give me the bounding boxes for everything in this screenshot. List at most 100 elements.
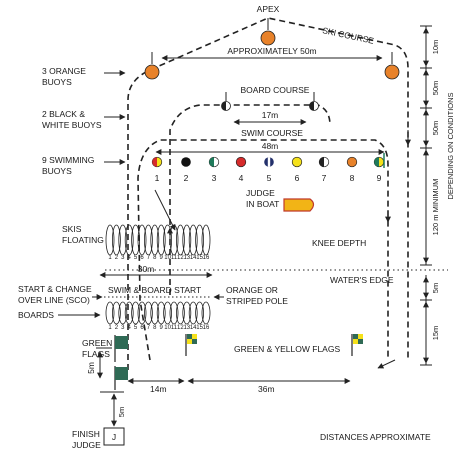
- rack-number: 15: [196, 325, 203, 331]
- swim-board-start-label: SWIM & BOARD START: [108, 285, 201, 295]
- apex-label: APEX: [257, 4, 280, 14]
- rack-slot: [175, 224, 185, 256]
- rack-number: 16: [203, 325, 210, 331]
- rack-slot: [150, 224, 160, 256]
- swim-buoy-7: [318, 156, 330, 168]
- dim-48m-label: 48m: [262, 141, 279, 151]
- waters-edge-label: WATER'S EDGE: [330, 275, 394, 285]
- rack-number: 2: [115, 325, 119, 331]
- rack-slot: [182, 224, 192, 256]
- rack-slot: [156, 301, 166, 325]
- board-rack-numbers: 1 2 3 4 5 6 7 8 9 10 11 12 13 14 15 16: [108, 325, 210, 331]
- rack-number: 4: [128, 255, 132, 261]
- rack-slot: [105, 224, 115, 256]
- rack-slot: [137, 224, 147, 256]
- swim-buoy-number: 3: [212, 173, 217, 183]
- knee-depth-label: KNEE DEPTH: [312, 238, 366, 248]
- swim-buoy-5: [264, 157, 274, 167]
- rack-number: 7: [147, 325, 151, 331]
- rack-number: 7: [147, 255, 151, 261]
- orange-buoys-label-1: 3 ORANGE: [42, 66, 86, 76]
- judge-boat-label-2: IN BOAT: [246, 199, 279, 209]
- swim-buoy-number: 1: [155, 173, 160, 183]
- dim-5m-judge-label: 5m: [117, 407, 126, 417]
- swim-buoy-4: [235, 156, 247, 168]
- rack-slot: [112, 224, 121, 256]
- board-course-label: BOARD COURSE: [241, 85, 310, 95]
- swim-buoy-number: 8: [350, 173, 355, 183]
- pole-label-1: ORANGE OR: [226, 285, 278, 295]
- dim-30m-label: 30m: [138, 264, 155, 274]
- pole-label-2: STRIPED POLE: [226, 296, 288, 306]
- board-rack: [105, 301, 211, 325]
- ski-rack-numbers: 1 2 3 4 5 6 7 8 9 10 11 12 13 14 15 16: [108, 255, 210, 261]
- rack-number: 13: [183, 325, 190, 331]
- rack-slot: [131, 224, 141, 256]
- green-flags-label-2: FLAGS: [82, 349, 110, 359]
- rack-slot: [163, 224, 173, 256]
- judge-box-letter: J: [112, 432, 116, 442]
- rack-number: 10: [164, 255, 171, 261]
- rack-slot: [201, 301, 211, 325]
- rack-number: 9: [160, 325, 164, 331]
- dim-15m-label: 15m: [431, 326, 440, 341]
- rack-number: 11: [171, 255, 178, 261]
- bw-buoys-label-1: 2 BLACK &: [42, 109, 85, 119]
- rack-slot: [105, 301, 115, 325]
- judge-box: [103, 427, 125, 446]
- ski-course-flow-arrow: [377, 359, 396, 369]
- dim-5m-right-label: 5m: [431, 283, 440, 293]
- rack-slot: [124, 301, 134, 325]
- rack-number: 3: [121, 325, 125, 331]
- bw-buoy-right-half: [309, 101, 314, 111]
- rack-slot: [182, 301, 192, 325]
- dim-36m-label: 36m: [258, 384, 275, 394]
- rack-slot: [156, 224, 166, 256]
- rack-slot: [188, 224, 198, 256]
- start-label-2: OVER LINE (SCO): [18, 295, 90, 305]
- rack-number: 14: [190, 255, 197, 261]
- dim-14m-label: 14m: [150, 384, 167, 394]
- ski-course-label: SKI COURSE: [322, 25, 376, 46]
- rack-slot: [169, 224, 179, 256]
- green-yellow-flags-label: GREEN & YELLOW FLAGS: [234, 344, 340, 354]
- dim-5m-left-label: 5m: [86, 362, 96, 374]
- swim-buoys-label-1: 9 SWIMMING: [42, 155, 94, 165]
- rack-slot: [118, 224, 128, 256]
- swim-buoy-1: [151, 156, 163, 168]
- bw-buoy-left-half: [221, 101, 226, 111]
- green-flags-label-1: GREEN: [82, 338, 112, 348]
- rack-slot: [137, 301, 147, 325]
- distances-approx-label: DISTANCES APPROXIMATE: [320, 432, 431, 442]
- swim-buoy-number: 4: [239, 173, 244, 183]
- rack-slot: [195, 301, 205, 325]
- judge-boat-label-1: JUDGE: [246, 188, 275, 198]
- rack-number: 8: [153, 255, 157, 261]
- swim-buoy-number: 9: [377, 173, 382, 183]
- rack-slot: [175, 301, 185, 325]
- rack-slot: [112, 301, 121, 325]
- rack-number: 15: [196, 255, 203, 261]
- rack-number: 3: [121, 255, 125, 261]
- orange-buoy-left: [144, 64, 160, 80]
- rack-number: 16: [203, 255, 210, 261]
- rack-slot: [169, 301, 179, 325]
- rack-slot: [143, 224, 153, 256]
- start-label-1: START & CHANGE: [18, 284, 92, 294]
- orange-buoy-right: [384, 64, 400, 80]
- rack-number: 13: [183, 255, 190, 261]
- swim-buoy-6: [291, 156, 303, 168]
- swim-buoy-number: 7: [322, 173, 327, 183]
- rack-number: 5: [134, 255, 138, 261]
- rack-number: 11: [171, 325, 178, 331]
- rack-slot: [143, 301, 153, 325]
- depending-label: DEPENDING ON CONDITIONS: [446, 92, 455, 199]
- rack-slot: [118, 301, 128, 325]
- finish-judge-label-1: FINISH: [72, 429, 100, 439]
- orange-buoy-apex: [260, 30, 276, 46]
- rack-slot: [195, 224, 205, 256]
- rack-slot: [188, 301, 198, 325]
- rack-slot: [131, 301, 141, 325]
- rack-number: 5: [134, 325, 138, 331]
